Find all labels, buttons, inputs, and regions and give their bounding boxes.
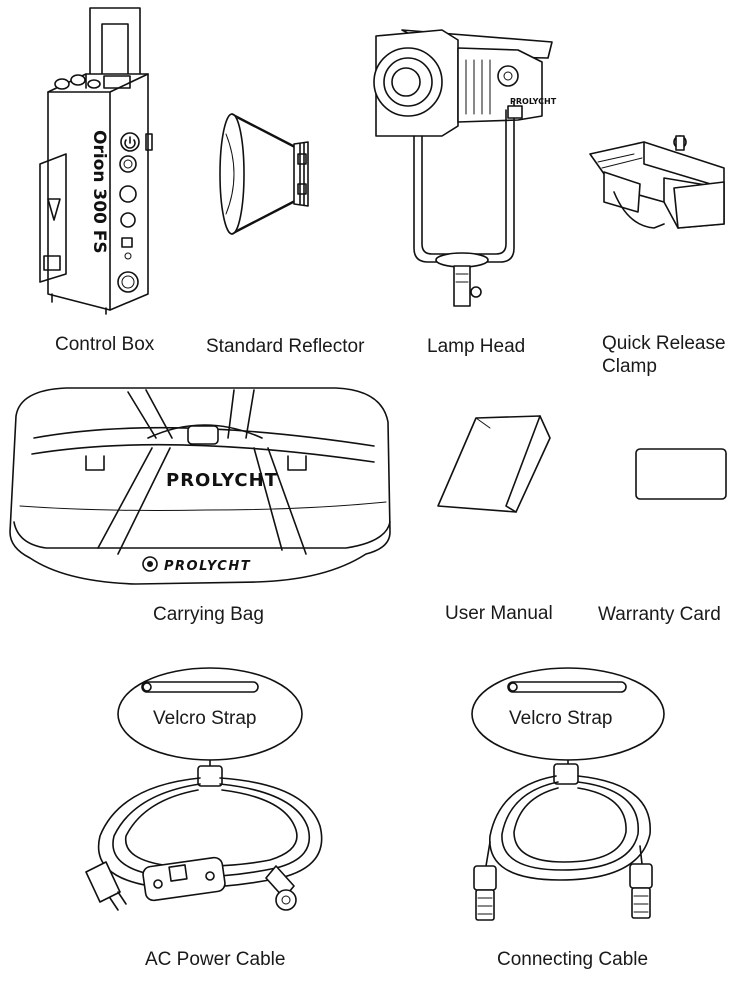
lamp-head-label: Lamp Head bbox=[427, 336, 526, 357]
quick-release-clamp-label: Quick Release Clamp bbox=[602, 333, 726, 377]
connecting-cable-illustration bbox=[450, 666, 690, 938]
connecting-cable-strap-label: Velcro Strap bbox=[509, 708, 613, 729]
warranty-card-illustration bbox=[634, 447, 728, 501]
carrying-bag-label: Carrying Bag bbox=[153, 604, 264, 625]
lamp-head-brand-text: PROLYCHT bbox=[510, 97, 557, 106]
ac-power-cable-illustration bbox=[80, 666, 350, 936]
control-box-label: Control Box bbox=[55, 334, 155, 355]
carrying-bag-top-brand-text: PROLYCHT bbox=[166, 470, 278, 491]
standard-reflector-label: Standard Reflector bbox=[206, 336, 365, 357]
lamp-head-illustration: PROLYCHT bbox=[362, 16, 562, 316]
warranty-card-label: Warranty Card bbox=[598, 604, 721, 625]
control-box-illustration: Orion 300 FS bbox=[28, 4, 168, 316]
carrying-bag-illustration: PROLYCHT PROLYCHT bbox=[6, 382, 394, 590]
control-box-model-text: Orion 300 FS bbox=[89, 130, 109, 254]
connecting-cable-label: Connecting Cable bbox=[497, 949, 649, 970]
standard-reflector-illustration bbox=[212, 104, 322, 244]
ac-power-cable-label: AC Power Cable bbox=[145, 949, 286, 970]
user-manual-illustration bbox=[436, 412, 556, 516]
ac-power-cable-strap-label: Velcro Strap bbox=[153, 708, 257, 729]
quick-release-clamp-illustration bbox=[584, 132, 734, 244]
user-manual-label: User Manual bbox=[445, 603, 553, 624]
carrying-bag-side-brand-text: PROLYCHT bbox=[164, 559, 251, 574]
